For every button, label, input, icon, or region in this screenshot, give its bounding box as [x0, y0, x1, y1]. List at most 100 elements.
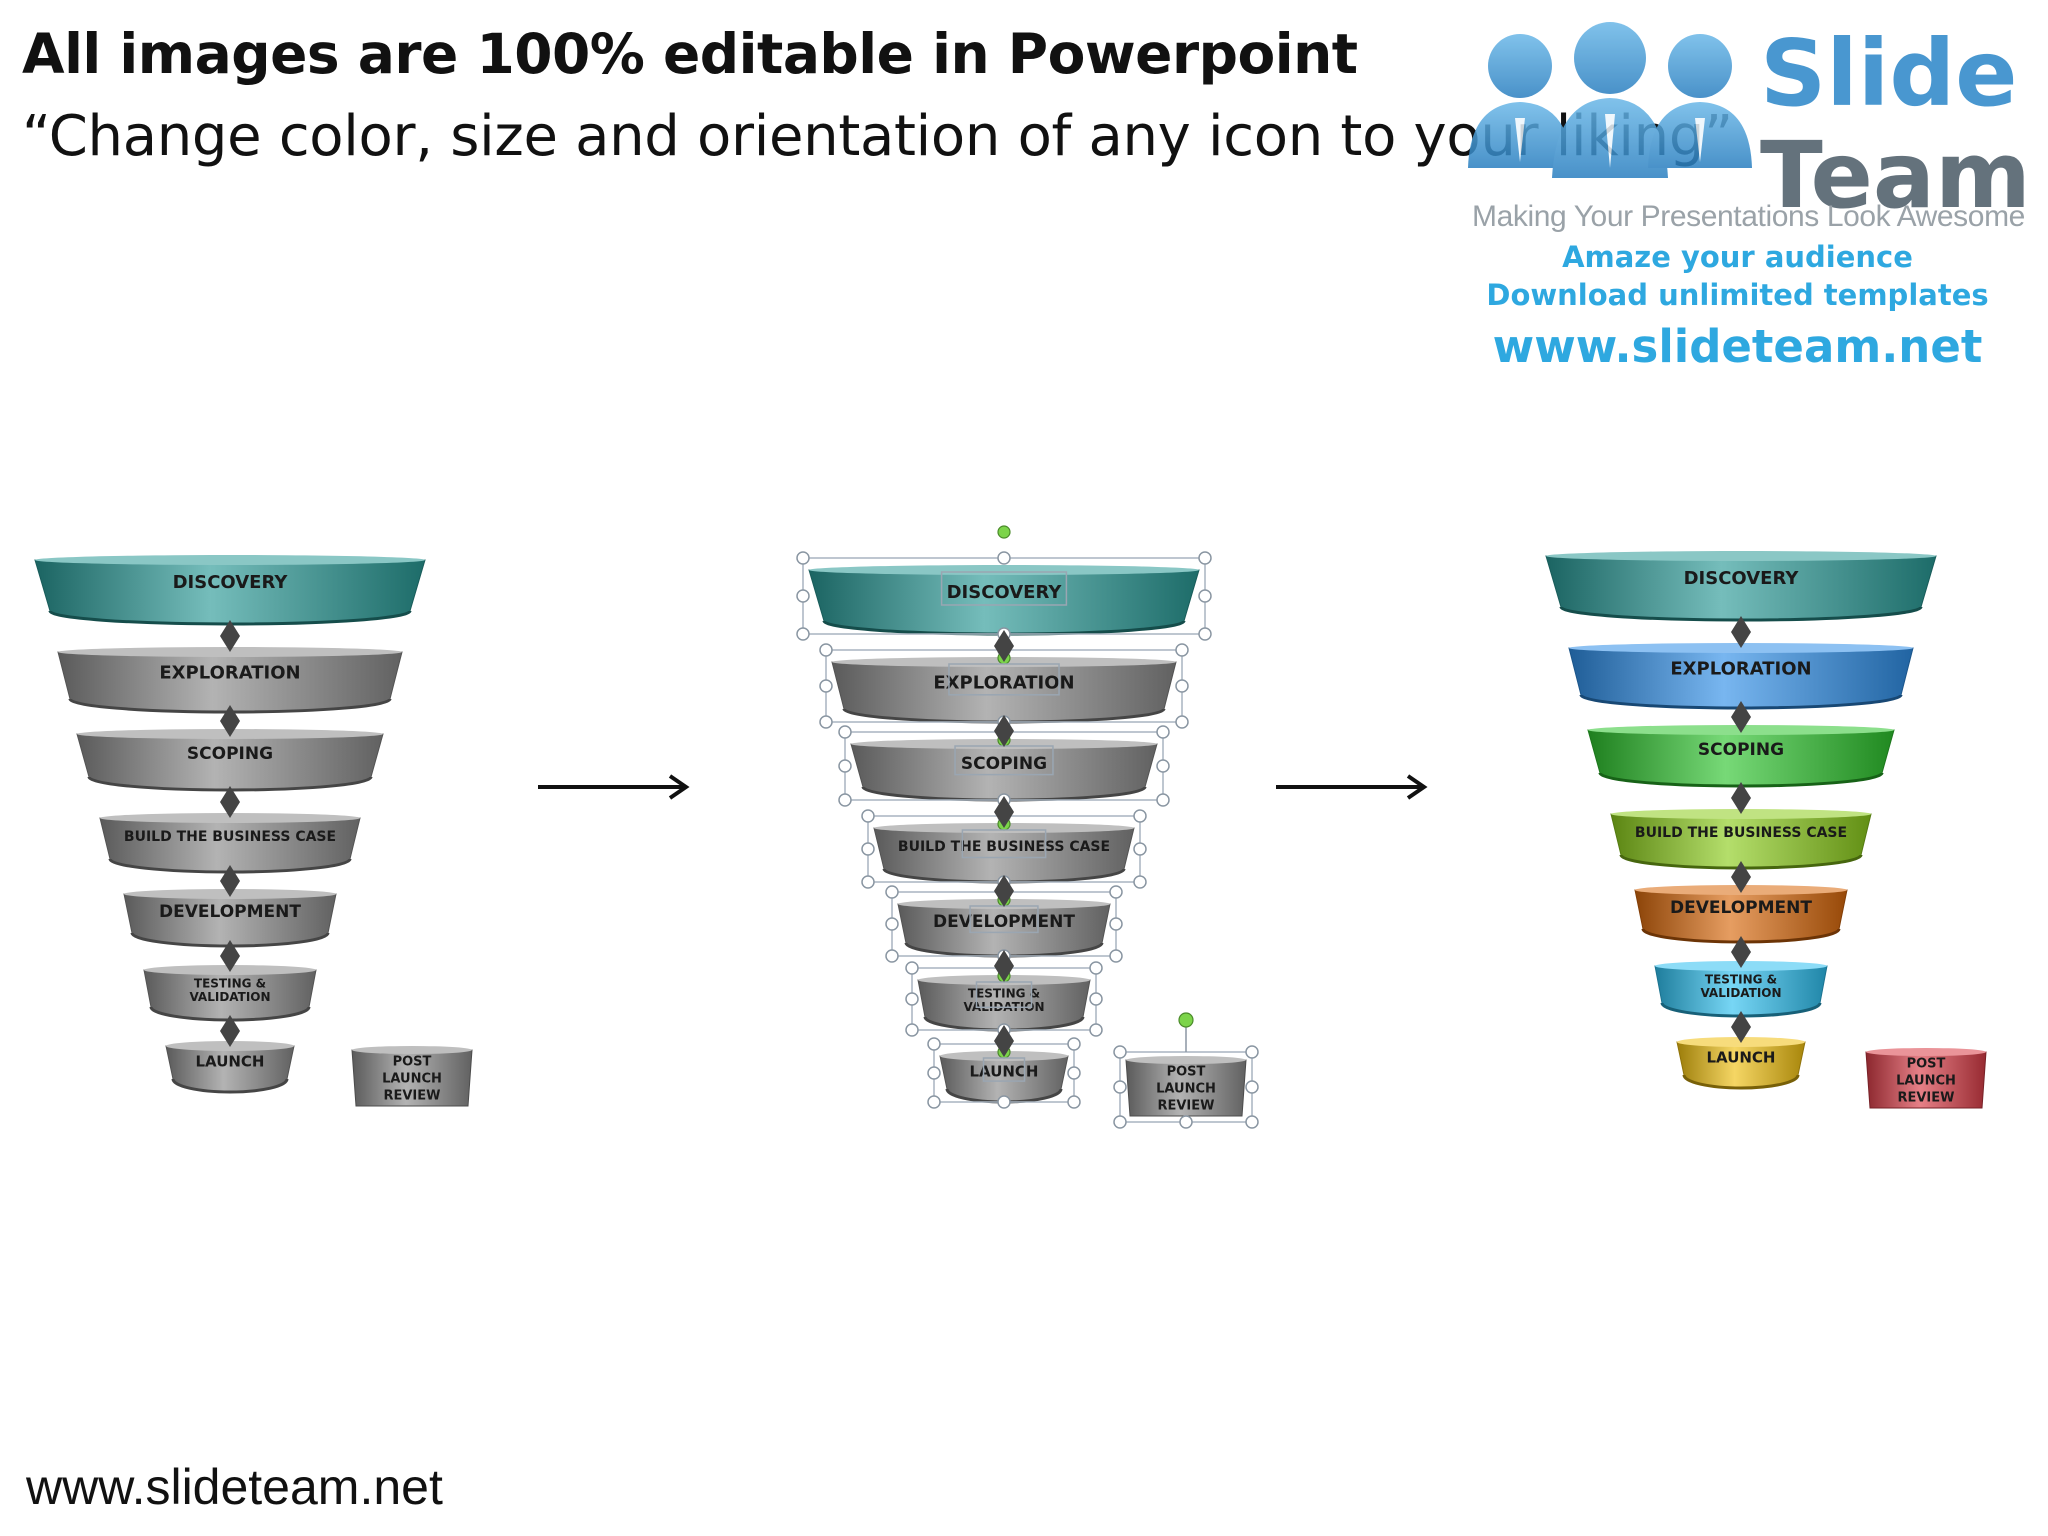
resize-handle[interactable] — [1113, 1080, 1127, 1094]
resize-handle[interactable] — [885, 917, 899, 931]
resize-handle[interactable] — [997, 551, 1011, 565]
stage-label: POST — [393, 1055, 432, 1070]
stage-exploration[interactable]: EXPLORATION — [57, 647, 403, 714]
stage-exploration[interactable]: EXPLORATION — [1568, 643, 1914, 710]
text-box-outline[interactable] — [982, 1057, 1026, 1082]
stage-label: POST — [1167, 1065, 1206, 1080]
stage-label: BUILD THE BUSINESS CASE — [898, 839, 1110, 855]
stage-testing[interactable]: TESTING &VALIDATION — [143, 965, 317, 1022]
stage-label: BUILD THE BUSINESS CASE — [1635, 825, 1847, 841]
stage-development[interactable]: DEVELOPMENT — [1634, 885, 1848, 944]
stage-scoping[interactable]: SCOPING — [1587, 725, 1895, 788]
resize-handle[interactable] — [1067, 1095, 1081, 1109]
slideteam-logo: Slide Team Making Your Presentations Loo… — [1460, 18, 2040, 388]
stage-label: REVIEW — [383, 1089, 440, 1104]
stage-label: SCOPING — [961, 754, 1047, 774]
resize-handle[interactable] — [1089, 1023, 1103, 1037]
stage-discovery[interactable]: DISCOVERY — [796, 525, 1212, 641]
stage-build-the-business-case[interactable]: BUILD THE BUSINESS CASE — [1610, 809, 1872, 870]
resize-handle[interactable] — [1109, 885, 1123, 899]
resize-handle[interactable] — [1113, 1115, 1127, 1129]
resize-handle[interactable] — [885, 949, 899, 963]
resize-handle[interactable] — [796, 551, 810, 565]
connector-diamond — [220, 1015, 240, 1047]
resize-handle[interactable] — [1245, 1045, 1259, 1059]
stage-launch[interactable]: LAUNCH — [1676, 1037, 1806, 1090]
resize-handle[interactable] — [1067, 1066, 1081, 1080]
resize-handle[interactable] — [796, 589, 810, 603]
resize-handle[interactable] — [1156, 725, 1170, 739]
resize-handle[interactable] — [819, 679, 833, 693]
stage-label: DEVELOPMENT — [933, 912, 1075, 932]
resize-handle[interactable] — [1109, 917, 1123, 931]
resize-handle[interactable] — [1245, 1115, 1259, 1129]
stage-label: DISCOVERY — [173, 572, 289, 593]
stage-launch[interactable]: LAUNCH — [165, 1041, 295, 1094]
resize-handle[interactable] — [905, 961, 919, 975]
resize-handle[interactable] — [1133, 875, 1147, 889]
resize-handle[interactable] — [1067, 1037, 1081, 1051]
funnel-gray: DISCOVERY EXPLORATION SCOPING BUILD THE BUS… — [34, 555, 473, 1107]
resize-handle[interactable] — [1089, 961, 1103, 975]
resize-handle[interactable] — [861, 809, 875, 823]
resize-handle[interactable] — [1109, 949, 1123, 963]
resize-handle[interactable] — [1198, 551, 1212, 565]
stage-discovery[interactable]: DISCOVERY — [1545, 551, 1937, 622]
stage-label: POST — [1907, 1057, 1946, 1072]
rotate-handle[interactable] — [1178, 1012, 1194, 1028]
connector-diamond — [220, 705, 240, 737]
promo-amaze: Amaze your audience — [1562, 240, 1913, 274]
connector-diamond — [1731, 936, 1751, 968]
resize-handle[interactable] — [1089, 992, 1103, 1006]
resize-handle[interactable] — [997, 1095, 1011, 1109]
logo-word-slide: Slide — [1760, 20, 2018, 127]
resize-handle[interactable] — [1156, 793, 1170, 807]
slide-subtitle: “Change color, size and orientation of a… — [22, 104, 1733, 169]
resize-handle[interactable] — [838, 793, 852, 807]
resize-handle[interactable] — [1198, 589, 1212, 603]
resize-handle[interactable] — [838, 725, 852, 739]
stage-development[interactable]: DEVELOPMENT — [123, 889, 337, 948]
stage-discovery[interactable]: DISCOVERY — [34, 555, 426, 626]
resize-handle[interactable] — [819, 643, 833, 657]
stage-testing[interactable]: TESTING &VALIDATION — [1654, 961, 1828, 1018]
resize-handle[interactable] — [927, 1037, 941, 1051]
text-box-outline[interactable] — [961, 829, 1047, 859]
resize-handle[interactable] — [927, 1095, 941, 1109]
footer-url[interactable]: www.slideteam.net — [26, 1459, 443, 1515]
resize-handle[interactable] — [927, 1066, 941, 1080]
logo-word-team: Team — [1760, 122, 2031, 229]
resize-handle[interactable] — [1175, 715, 1189, 729]
resize-handle[interactable] — [861, 842, 875, 856]
stage-label: VALIDATION — [189, 990, 270, 1004]
resize-handle[interactable] — [1113, 1045, 1127, 1059]
resize-handle[interactable] — [1245, 1080, 1259, 1094]
stage-testing[interactable]: TESTING &VALIDATION — [905, 961, 1103, 1037]
text-box-outline[interactable] — [948, 663, 1060, 696]
promo-url[interactable]: www.slideteam.net — [1492, 320, 1983, 373]
resize-handle[interactable] — [819, 715, 833, 729]
stage-label: TESTING & — [1705, 972, 1777, 986]
resize-handle[interactable] — [1179, 1115, 1193, 1129]
resize-handle[interactable] — [885, 885, 899, 899]
resize-handle[interactable] — [1133, 842, 1147, 856]
resize-handle[interactable] — [905, 1023, 919, 1037]
stage-build-the-business-case[interactable]: BUILD THE BUSINESS CASE — [99, 813, 361, 874]
resize-handle[interactable] — [905, 992, 919, 1006]
text-box-outline[interactable] — [940, 571, 1068, 606]
stage-label: LAUNCH — [969, 1062, 1038, 1080]
resize-handle[interactable] — [1198, 627, 1212, 641]
rotate-handle[interactable] — [997, 525, 1011, 539]
resize-handle[interactable] — [1175, 643, 1189, 657]
resize-handle[interactable] — [861, 875, 875, 889]
resize-handle[interactable] — [838, 759, 852, 773]
resize-handle[interactable] — [796, 627, 810, 641]
resize-handle[interactable] — [1133, 809, 1147, 823]
resize-handle[interactable] — [1156, 759, 1170, 773]
stage-scoping[interactable]: SCOPING — [76, 729, 384, 792]
stage-launch[interactable]: LAUNCH — [927, 1037, 1081, 1109]
resize-handle[interactable] — [1175, 679, 1189, 693]
